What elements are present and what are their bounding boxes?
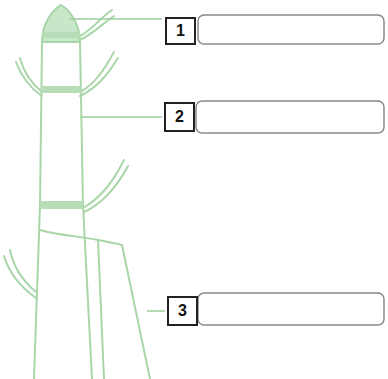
- sheath-top: [40, 230, 122, 245]
- shoot-apex: [42, 5, 80, 42]
- callout-number: 3: [178, 302, 187, 320]
- callout-number-box: 2: [164, 102, 195, 132]
- stem-node-band: [40, 201, 83, 209]
- leader-lines: [70, 19, 165, 311]
- callout-number-box: 3: [167, 296, 198, 326]
- answer-boxes: [196, 15, 384, 325]
- leaf: [80, 10, 114, 40]
- stem-nodes: [40, 32, 83, 209]
- stem-node-band: [41, 86, 81, 93]
- empty-answer-box: [196, 101, 384, 133]
- empty-answer-box: [198, 15, 384, 44]
- callout-number: 1: [176, 22, 185, 40]
- leaf: [83, 160, 128, 212]
- sheath-line: [98, 240, 104, 379]
- stem-node-band: [42, 32, 80, 38]
- leaf: [80, 52, 118, 96]
- stem-outline: [4, 5, 150, 379]
- leaf: [16, 58, 42, 96]
- empty-answer-box: [198, 293, 384, 325]
- leader-line: [70, 18, 162, 20]
- leader-line: [80, 116, 162, 118]
- sheath-line: [122, 245, 150, 379]
- leaf: [4, 250, 36, 298]
- leader-line: [147, 310, 165, 312]
- callout-number: 2: [175, 108, 184, 126]
- callout-number-box: 1: [165, 17, 196, 45]
